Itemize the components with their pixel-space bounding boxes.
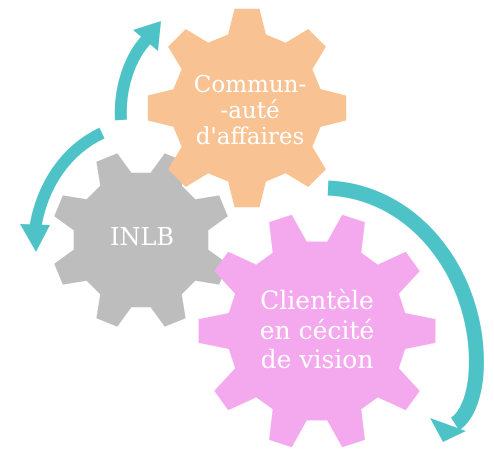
arrow-top-left-body bbox=[114, 33, 153, 121]
arrow-left-head bbox=[20, 224, 50, 252]
arrow-right bbox=[327, 180, 484, 442]
arrow-top-left-head bbox=[133, 21, 161, 51]
inlb-gear bbox=[54, 153, 228, 327]
clientele-gear bbox=[198, 214, 436, 448]
arrow-left-body bbox=[29, 127, 105, 231]
arrow-top-left bbox=[114, 21, 161, 121]
communaute-affaires-gear bbox=[147, 8, 347, 208]
arrow-right-body bbox=[327, 180, 484, 431]
arrow-right-head bbox=[430, 418, 466, 442]
arrow-left bbox=[20, 127, 105, 252]
